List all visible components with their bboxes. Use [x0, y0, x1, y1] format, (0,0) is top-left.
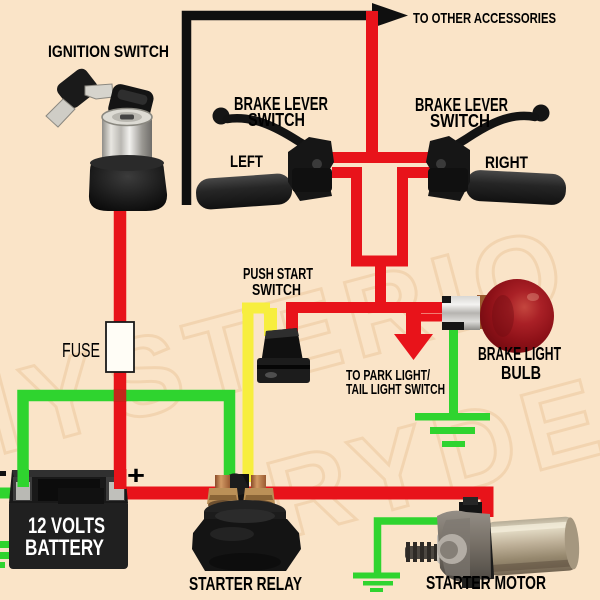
svg-text:RIGHT: RIGHT — [485, 153, 528, 172]
svg-text:SWITCH: SWITCH — [248, 110, 305, 130]
svg-text:BRAKE LEVER: BRAKE LEVER — [234, 94, 328, 114]
svg-text:BULB: BULB — [501, 363, 541, 383]
svg-text:BRAKE LIGHT: BRAKE LIGHT — [478, 344, 561, 364]
svg-text:TAIL LIGHT SWITCH: TAIL LIGHT SWITCH — [346, 381, 445, 398]
svg-text:TO OTHER ACCESSORIES: TO OTHER ACCESSORIES — [413, 10, 556, 27]
svg-text:SWITCH: SWITCH — [430, 111, 490, 131]
svg-text:12 VOLTS: 12 VOLTS — [28, 513, 105, 538]
svg-text:IGNITION SWITCH: IGNITION SWITCH — [48, 42, 169, 61]
svg-text:BATTERY: BATTERY — [25, 535, 104, 560]
svg-text:+: + — [127, 460, 145, 490]
svg-text:BRAKE LEVER: BRAKE LEVER — [415, 95, 508, 115]
svg-text:TO PARK LIGHT/: TO PARK LIGHT/ — [346, 367, 431, 384]
svg-text:STARTER MOTOR: STARTER MOTOR — [426, 573, 546, 593]
svg-text:STARTER RELAY: STARTER RELAY — [189, 574, 302, 594]
svg-text:PUSH START: PUSH START — [243, 266, 313, 283]
svg-text:LEFT: LEFT — [230, 152, 263, 171]
svg-text:SWITCH: SWITCH — [252, 282, 301, 299]
svg-text:FUSE: FUSE — [62, 340, 100, 362]
